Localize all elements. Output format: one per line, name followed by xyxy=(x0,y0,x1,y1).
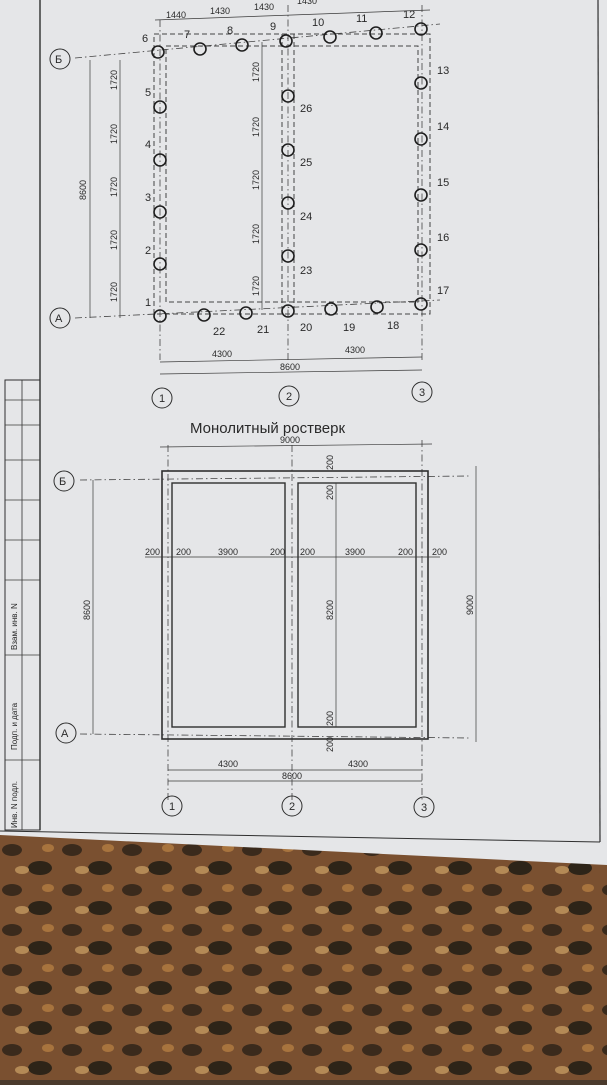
pile-number: 8 xyxy=(227,25,233,37)
dim-total-height: 8600 xyxy=(78,180,88,200)
pile-number: 9 xyxy=(270,21,276,33)
drawing-title: Монолитный ростверк xyxy=(190,420,345,437)
paper-sheet xyxy=(0,0,607,865)
dim-label: 3900 xyxy=(218,547,238,557)
pile-number: 7 xyxy=(184,29,190,41)
piles xyxy=(151,22,428,323)
dim-label: 200 xyxy=(176,547,191,557)
stamp-table: Инв. N подл. Подп. и дата Взам. инв. N xyxy=(4,379,41,831)
pile-number: 23 xyxy=(300,265,312,277)
axis-marker-3: 3 xyxy=(419,387,425,399)
axis-marker-3: 3 xyxy=(421,802,427,814)
dim-label: 1430 xyxy=(210,6,230,16)
pile-number: 6 xyxy=(142,33,148,45)
dim-label: 4300 xyxy=(218,759,238,769)
pile-number: 15 xyxy=(437,177,449,189)
dim-label: 1720 xyxy=(251,62,261,82)
dim-label: 1720 xyxy=(251,170,261,190)
pile-number: 25 xyxy=(300,157,312,169)
dim-label: 1720 xyxy=(109,282,119,302)
pile-number: 18 xyxy=(387,320,399,332)
dim-label: 1430 xyxy=(254,2,274,12)
dim-label: 200 xyxy=(145,547,160,557)
pile-number: 12 xyxy=(403,9,415,21)
pile-number: 16 xyxy=(437,232,449,244)
pile-number: 5 xyxy=(145,87,151,99)
stamp-sign-label: Подп. и дата xyxy=(10,702,19,750)
pile-number: 19 xyxy=(343,322,355,334)
dim-left-height: 8600 xyxy=(82,600,92,620)
pile-number: 17 xyxy=(437,285,449,297)
pile-number: 1 xyxy=(145,297,151,309)
pile-number: 11 xyxy=(356,13,367,25)
dim-label: 4300 xyxy=(348,759,368,769)
dim-label: 1720 xyxy=(251,224,261,244)
pile-number: 10 xyxy=(312,17,324,29)
dim-right-height: 9000 xyxy=(465,595,475,615)
axis-marker-2: 2 xyxy=(289,801,295,813)
dim-label: 1440 xyxy=(166,10,186,20)
grillage-plan: 9000 200 200 3900 200 200 3900 200 200 8… xyxy=(53,435,477,818)
axis-marker-a: А xyxy=(55,313,63,325)
dim-label: 1430 xyxy=(297,0,317,6)
dim-label: 4300 xyxy=(212,349,232,359)
dim-label: 1720 xyxy=(251,117,261,137)
axis-marker-1: 1 xyxy=(169,801,175,813)
pile-number: 13 xyxy=(437,65,449,77)
pile-number: 14 xyxy=(437,121,449,133)
dim-label: 1720 xyxy=(251,276,261,296)
stamp-replace-label: Взам. инв. N xyxy=(10,603,19,650)
pile-number: 2 xyxy=(145,245,151,257)
pile-number: 22 xyxy=(213,326,225,338)
pile-number: 26 xyxy=(300,103,312,115)
dim-inner-height: 8200 xyxy=(325,600,335,620)
dim-label: 200 xyxy=(325,737,335,752)
dim-label: 8600 xyxy=(280,362,300,372)
dim-label: 200 xyxy=(270,547,285,557)
dim-label: 200 xyxy=(300,547,315,557)
dim-label: 1720 xyxy=(109,230,119,250)
axis-marker-b: Б xyxy=(59,476,66,488)
dim-label: 200 xyxy=(325,711,335,726)
dim-label: 3900 xyxy=(345,547,365,557)
dim-label: 1720 xyxy=(109,124,119,144)
dim-label: 1720 xyxy=(109,177,119,197)
pile-number: 3 xyxy=(145,192,151,204)
dim-label: 200 xyxy=(432,547,447,557)
dim-label: 200 xyxy=(398,547,413,557)
axis-marker-a: А xyxy=(61,728,69,740)
dim-label: 9000 xyxy=(280,435,300,445)
axis-marker-b: Б xyxy=(55,54,62,66)
pile-number: 20 xyxy=(300,322,312,334)
stamp-inv-label: Инв. N подл. xyxy=(10,781,19,828)
pile-plan: 1 2 3 4 5 6 7 8 9 10 11 12 13 14 15 16 1… xyxy=(49,0,449,409)
axis-marker-1: 1 xyxy=(159,393,165,405)
pile-number: 24 xyxy=(300,211,312,223)
pile-number: 4 xyxy=(145,139,151,151)
dim-label: 4300 xyxy=(345,345,365,355)
dim-label: 200 xyxy=(325,455,335,470)
pile-number: 21 xyxy=(257,324,269,336)
axis-marker-2: 2 xyxy=(286,391,292,403)
dim-label: 8600 xyxy=(282,771,302,781)
dim-label: 200 xyxy=(325,485,335,500)
dim-label: 1720 xyxy=(109,70,119,90)
